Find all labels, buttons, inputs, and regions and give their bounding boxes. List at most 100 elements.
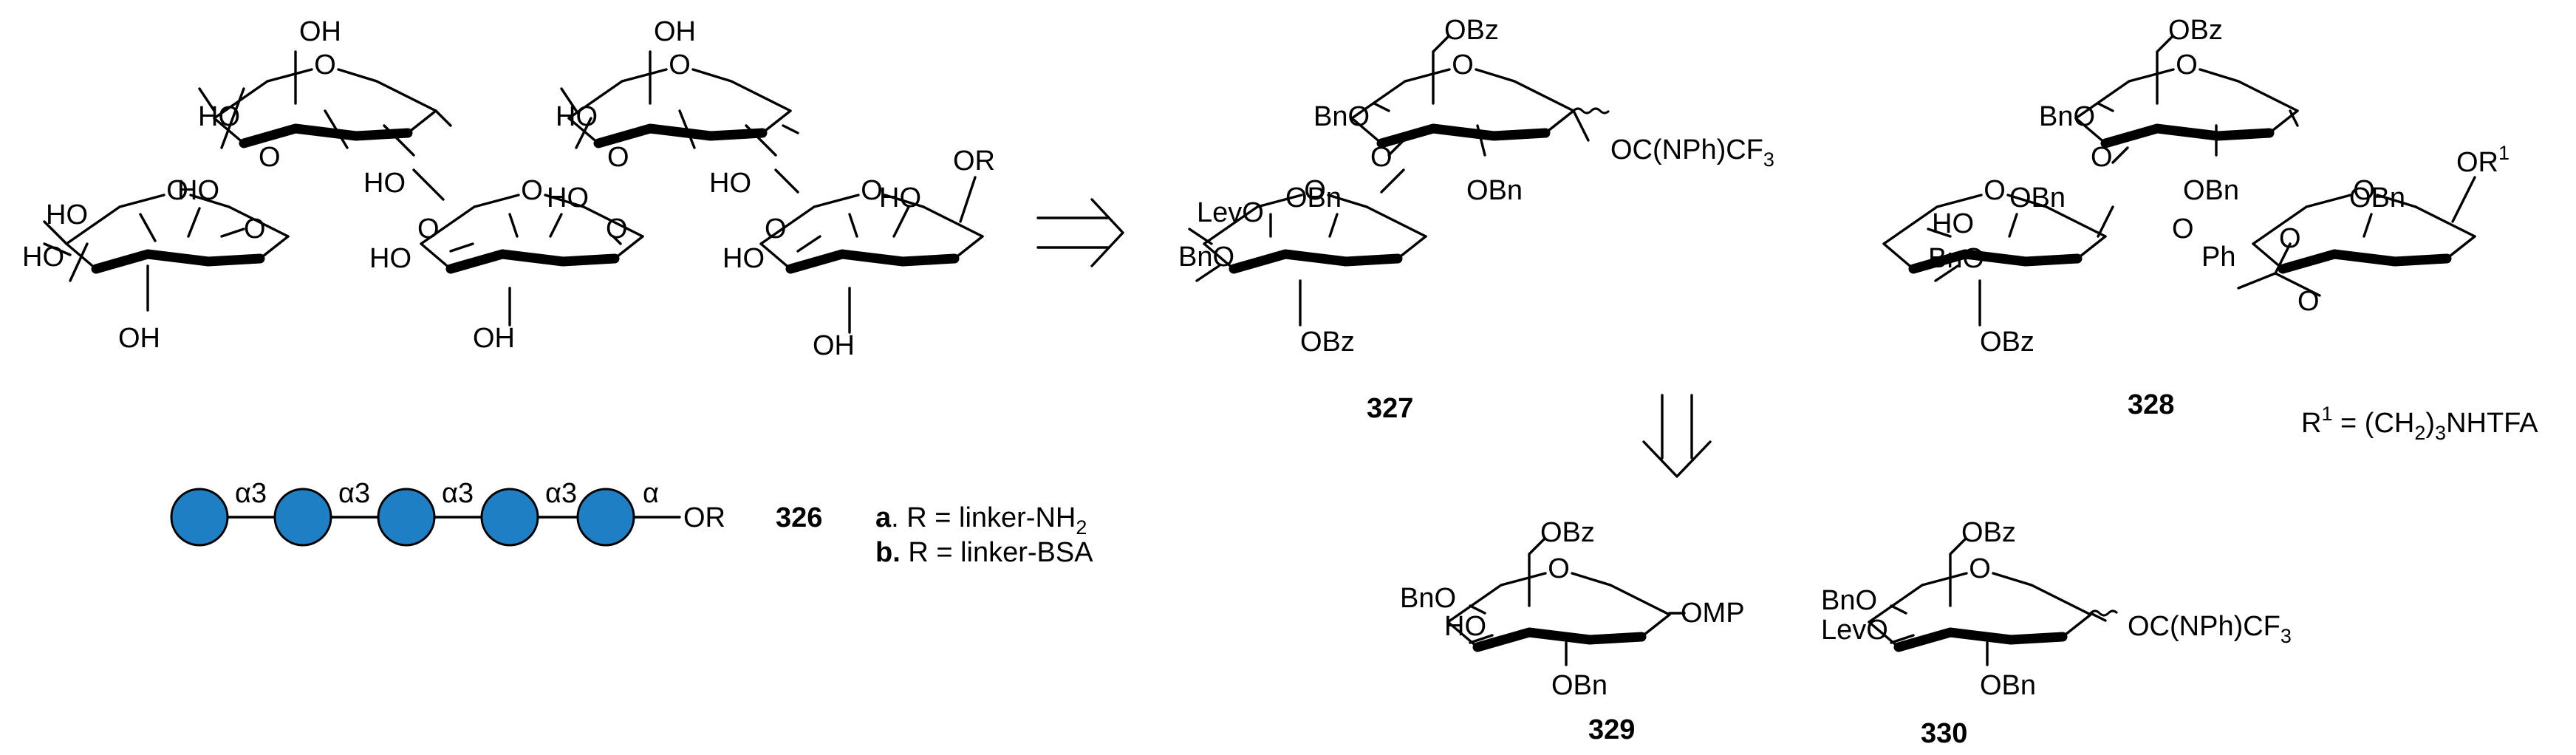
ring-oxygen: O	[1984, 175, 2006, 206]
benzyl-ether-label: OBn	[1980, 670, 2036, 701]
levulinoyl-label: LevO	[1821, 615, 1888, 646]
ring-oxygen: O	[1969, 553, 1991, 584]
hydroxyl-label: HO	[46, 199, 88, 230]
compound-326-structure: O O O O O HO HO OH HO O	[22, 16, 995, 361]
glycosidic-oxygen: O	[1370, 142, 1393, 173]
hydroxyl-label: HO	[198, 101, 240, 132]
compound-number: 326	[776, 502, 822, 533]
retro-arrow-horizontal	[1036, 198, 1124, 267]
benzyl-ether-label: OBn	[2009, 182, 2066, 213]
benzyl-ether-label: BnO	[1178, 242, 1234, 273]
benzoyl-label: OBz	[1300, 327, 1355, 358]
ring-oxygen: O	[521, 175, 543, 206]
ring-oxygen: O	[606, 213, 628, 245]
benzyl-ether-label: OBn	[2183, 175, 2239, 206]
hydroxyl-label: HO	[547, 182, 589, 213]
linkage-label: α3	[442, 478, 474, 509]
benzyl-ether-label: BnO	[1400, 583, 1456, 614]
mannose-symbol	[170, 488, 229, 547]
r1-definition: R1 = (CH2)3NHTFA	[2301, 403, 2538, 444]
benzoyl-label: OBz	[1980, 327, 2035, 358]
compound-number: 328	[2128, 389, 2174, 420]
hydroxyl-label: OH	[118, 323, 160, 354]
ring-1: O	[66, 175, 288, 269]
ring-oxygen: O	[2353, 175, 2375, 206]
hydroxyl-label: OH	[813, 330, 855, 361]
ring-3: O	[421, 175, 643, 269]
mannose-symbol	[377, 488, 436, 547]
benzyl-ether-label: OBn	[2349, 182, 2405, 213]
glycosidic-oxygen: O	[765, 213, 787, 245]
compound-330-structure: O OBz BnO LevO OC(NPh)CF3 OBn 330	[1821, 517, 2292, 749]
mannose-symbol	[480, 488, 539, 547]
methoxyphenyl-label: OMP	[1681, 598, 1745, 629]
glycosidic-oxygen: O	[259, 142, 281, 173]
legend-line-a: a. R = linker-NH2	[875, 502, 1087, 539]
compound-328-structure: O O O OBz BnO O OBn O HO BnO OBz OBn Ph …	[1884, 15, 2538, 444]
aglycone-label: OR	[683, 502, 725, 533]
benzyl-ether-label: BnO	[2039, 101, 2095, 132]
ring-oxygen: O	[1304, 175, 1326, 206]
mannose-symbol	[576, 488, 635, 547]
hydroxyl-label: HO	[369, 243, 411, 274]
levulinoyl-label: LevO	[1197, 197, 1264, 228]
ring-oxygen: O	[314, 49, 336, 81]
benzyl-ether-label: OBn	[1466, 175, 1523, 206]
ring-2: O	[214, 49, 436, 143]
benzoyl-label: OBz	[1961, 517, 2016, 548]
glycosidic-oxygen: O	[417, 213, 440, 245]
hydroxyl-label: HO	[722, 243, 765, 274]
compound-number: 330	[1921, 718, 1967, 749]
anomeric-substituent: OR1	[2456, 142, 2510, 178]
benzyl-ether-label: BnO	[1821, 585, 1877, 616]
compound-326-symbol-chain: α3 α3 α3 α3 α OR 326 a. R = linker-NH2 b…	[170, 478, 1093, 568]
retro-arrow-vertical	[1642, 394, 1712, 478]
hydroxyl-label: OH	[473, 323, 515, 354]
hydroxyl-label: HO	[177, 175, 219, 206]
hydroxyl-label: HO	[1444, 611, 1486, 642]
linkage-label: α3	[545, 478, 577, 509]
hydroxyl-label: HO	[22, 242, 64, 273]
mannose-symbol	[273, 488, 332, 547]
acetal-oxygen: O	[2297, 286, 2320, 317]
compound-number: 329	[1588, 714, 1635, 745]
linkage-label: α3	[235, 478, 267, 509]
ring-oxygen: O	[1548, 553, 1570, 584]
ring-oxygen: O	[166, 175, 188, 206]
hydroxyl-label: HO	[1932, 208, 1974, 239]
ring-oxygen: O	[2176, 49, 2198, 81]
compound-329-structure: O OBz BnO HO OMP OBn 329	[1400, 517, 1745, 745]
glycosidic-oxygen: O	[2091, 142, 2113, 173]
legend-line-b: b. R = linker-BSA	[875, 537, 1093, 568]
anomeric-or-label: OR	[953, 146, 995, 177]
ring-5: O	[761, 175, 983, 269]
linkage-label: α3	[338, 478, 370, 509]
glycosidic-oxygen: O	[607, 142, 629, 173]
hydroxyl-label: OH	[299, 16, 341, 47]
benzyl-ether-label: BnO	[1928, 243, 1984, 274]
benzoyl-label: OBz	[2168, 15, 2223, 46]
imidate-leaving-group: OC(NPh)CF3	[1610, 134, 1774, 171]
hydroxyl-label: HO	[363, 168, 406, 199]
compound-327-structure: O O OBz BnO O OBn OC(NPh)CF3 LevO BnO OB…	[1178, 15, 1774, 424]
ring-oxygen: O	[244, 213, 266, 245]
hydroxyl-label: HO	[879, 182, 921, 213]
benzyl-ether-label: OBn	[1551, 670, 1608, 701]
ring-oxygen: O	[1452, 49, 1474, 81]
benzoyl-label: OBz	[1444, 15, 1499, 46]
ring-oxygen: O	[861, 175, 883, 206]
hydroxyl-label: HO	[709, 168, 751, 199]
benzyl-ether-label: BnO	[1313, 101, 1370, 132]
linkage-label: α	[643, 478, 659, 509]
acetal-oxygen: O	[2279, 223, 2301, 254]
benzyl-ether-label: OBn	[1285, 182, 1342, 213]
benzylidene-phenyl: Ph	[2201, 242, 2235, 273]
benzoyl-label: OBz	[1540, 517, 1595, 548]
hydroxyl-label: OH	[654, 16, 696, 47]
ring-4: O	[569, 49, 790, 143]
ring-oxygen: O	[669, 49, 691, 81]
hydroxyl-label: HO	[556, 101, 598, 132]
imidate-leaving-group: OC(NPh)CF3	[2128, 611, 2292, 647]
glycosidic-oxygen: O	[2172, 213, 2194, 245]
